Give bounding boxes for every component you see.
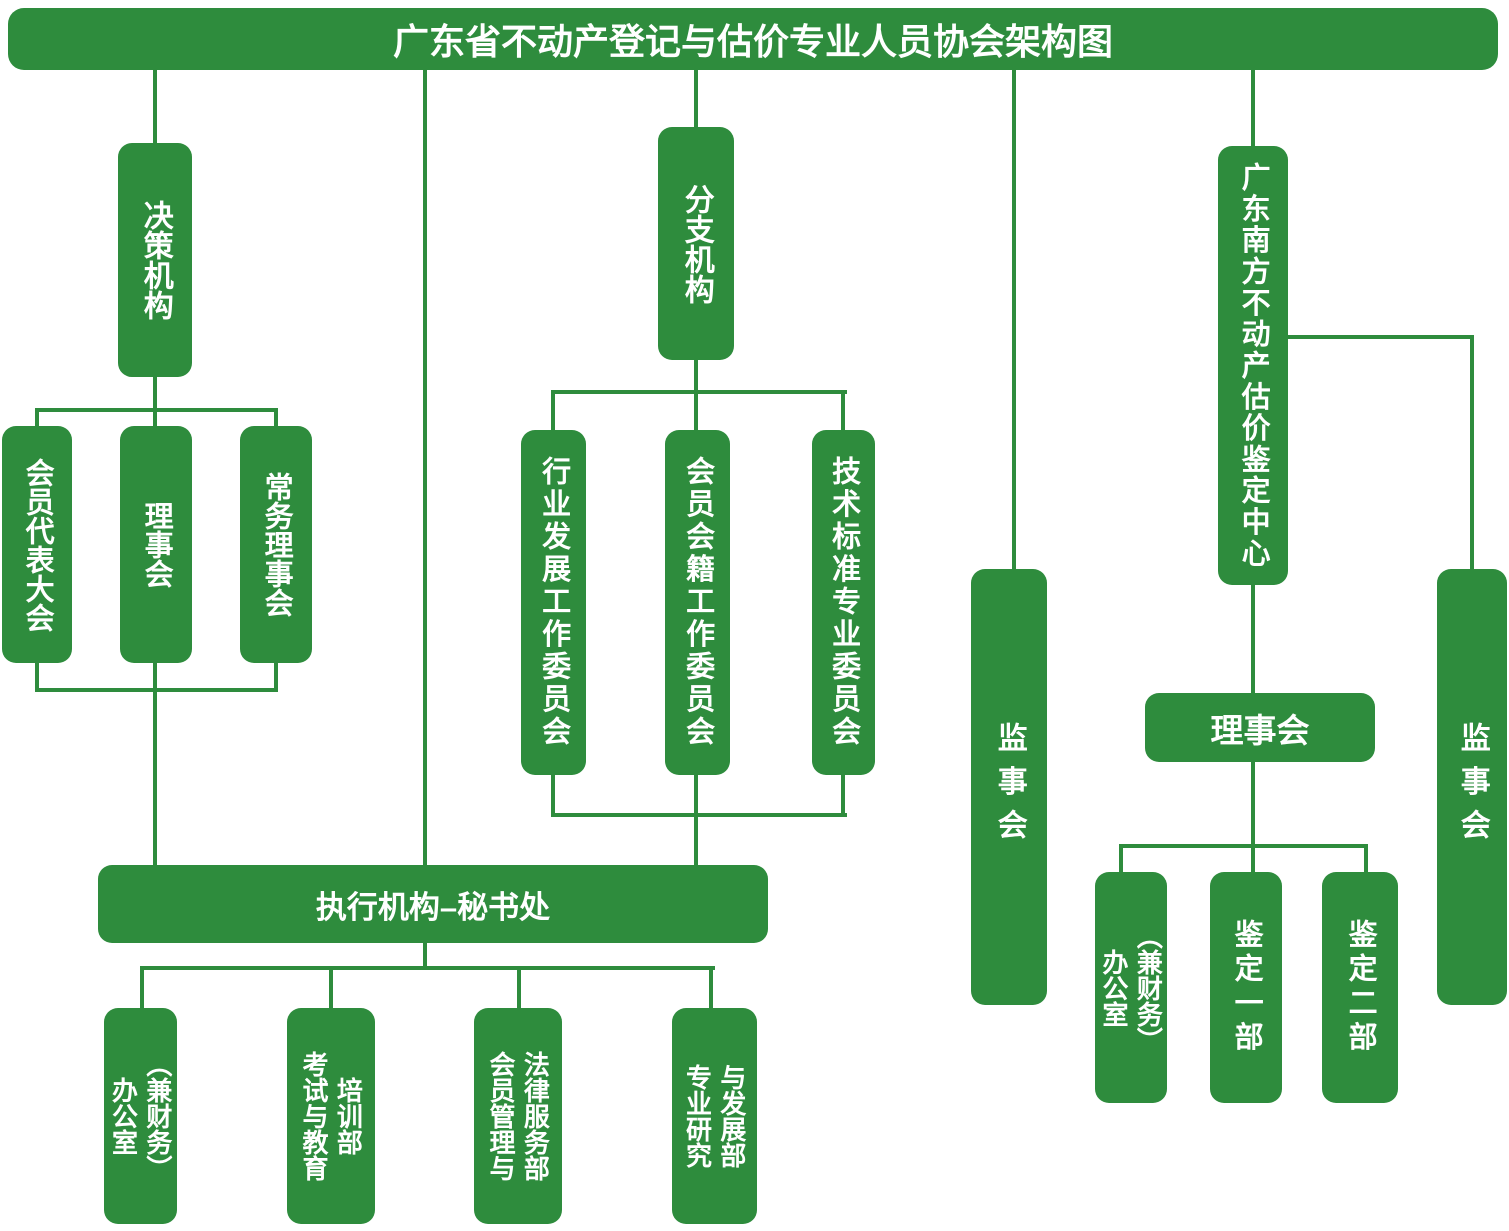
connector-line <box>1119 844 1368 848</box>
node-supervisory-board-right: 监事会 <box>1437 569 1507 1005</box>
connector-line <box>694 68 698 129</box>
connector-line <box>841 773 845 815</box>
connector-line <box>709 968 713 1010</box>
node-supervisory-board-left: 监事会 <box>971 569 1047 1005</box>
node-appraisal-office-finance: 办公室 （兼财务） <box>1095 872 1167 1103</box>
node-committee-industry-development: 行业发展工作委员会 <box>521 430 586 775</box>
connector-line <box>1251 760 1255 848</box>
node-executive-secretariat: 执行机构–秘书处 <box>98 865 768 943</box>
node-member-congress: 会员代表大会 <box>2 426 72 663</box>
connector-line <box>274 661 278 690</box>
connector-line <box>1251 846 1255 874</box>
connector-line <box>694 358 698 432</box>
node-standing-council: 常务理事会 <box>240 426 312 663</box>
node-committee-technical-standards: 技术标准专业委员会 <box>812 430 875 775</box>
node-committee-membership: 会员会籍工作委员会 <box>665 430 730 775</box>
connector-line <box>551 392 555 432</box>
connector-line <box>1119 846 1123 874</box>
connector-line <box>1470 335 1474 571</box>
node-council: 理事会 <box>120 426 192 663</box>
connector-line <box>551 773 555 815</box>
connector-line <box>1364 846 1368 874</box>
node-decision-body: 决策机构 <box>118 143 192 377</box>
connector-line <box>551 390 847 394</box>
node-member-management-legal-dept: 会员管理与 法律服务部 <box>474 1008 562 1224</box>
connector-line <box>140 966 715 970</box>
connector-line <box>35 410 39 428</box>
connector-line <box>274 410 278 428</box>
connector-line <box>329 968 333 1010</box>
connector-line <box>841 392 845 432</box>
connector-line <box>694 773 698 867</box>
connector-line <box>1251 583 1255 695</box>
node-exam-education-training-dept: 考试与教育 培训部 <box>287 1008 375 1224</box>
connector-line <box>1251 68 1255 148</box>
connector-line <box>140 968 144 1010</box>
connector-line <box>423 941 427 970</box>
connector-line <box>1012 68 1016 571</box>
connector-line <box>423 68 427 867</box>
connector-line <box>153 661 157 867</box>
connector-line <box>1288 335 1474 339</box>
node-appraisal-dept-2: 鉴定二部 <box>1322 872 1398 1103</box>
node-office-finance: 办公室 （兼财务） <box>104 1008 177 1224</box>
node-appraisal-dept-1: 鉴定一部 <box>1210 872 1282 1103</box>
connector-line <box>153 68 157 145</box>
chart-title-banner: 广东省不动产登记与估价专业人员协会架构图 <box>8 8 1498 70</box>
node-branch-body: 分支机构 <box>658 127 734 360</box>
node-appraisal-council: 理事会 <box>1145 693 1375 762</box>
node-professional-research-dept: 专业研究 与发展部 <box>672 1008 757 1224</box>
connector-line <box>35 661 39 690</box>
connector-line <box>517 968 521 1010</box>
node-appraisal-center: 广东南方不动产估价鉴定中心 <box>1218 146 1288 585</box>
connector-line <box>153 375 157 428</box>
chart-title: 广东省不动产登记与估价专业人员协会架构图 <box>392 21 1113 62</box>
connector-line <box>551 813 847 817</box>
